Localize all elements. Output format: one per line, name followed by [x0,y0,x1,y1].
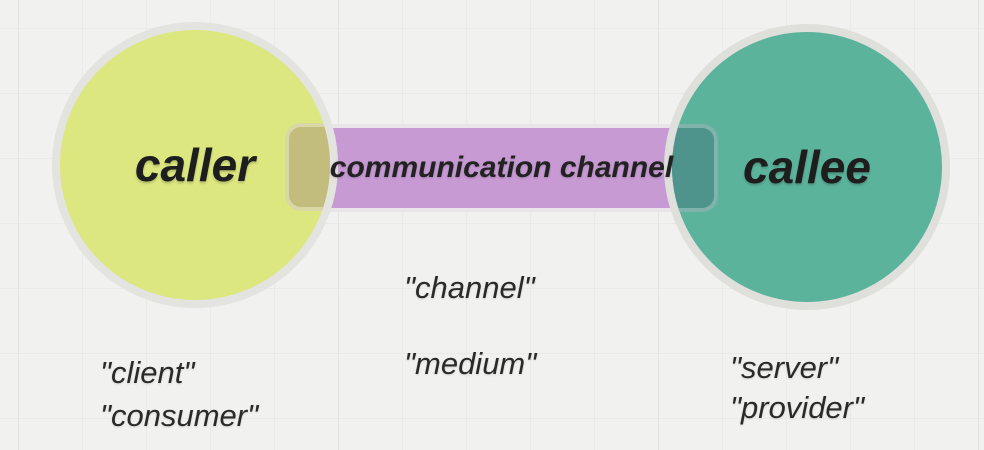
channel-rect-shape[interactable] [285,124,718,212]
callee-alias-server: "server" [730,350,839,385]
callee-alias-provider: "provider" [730,390,865,425]
callee-aliases: "server" "provider" [730,348,864,428]
caller-alias-client: "client" [100,355,195,390]
channel-overlap-on-caller [285,123,330,211]
channel-alias-channel: "channel" [404,270,535,305]
caller-circle-shape[interactable] [52,22,338,308]
caller-aliases: "client" "consumer" [100,351,258,437]
caller-alias-consumer: "consumer" [100,398,259,433]
channel-overlap-on-callee [672,124,718,212]
channel-aliases: "channel" "medium" [404,250,536,402]
channel-alias-medium: "medium" [404,346,537,381]
callee-circle-shape[interactable] [664,24,950,310]
